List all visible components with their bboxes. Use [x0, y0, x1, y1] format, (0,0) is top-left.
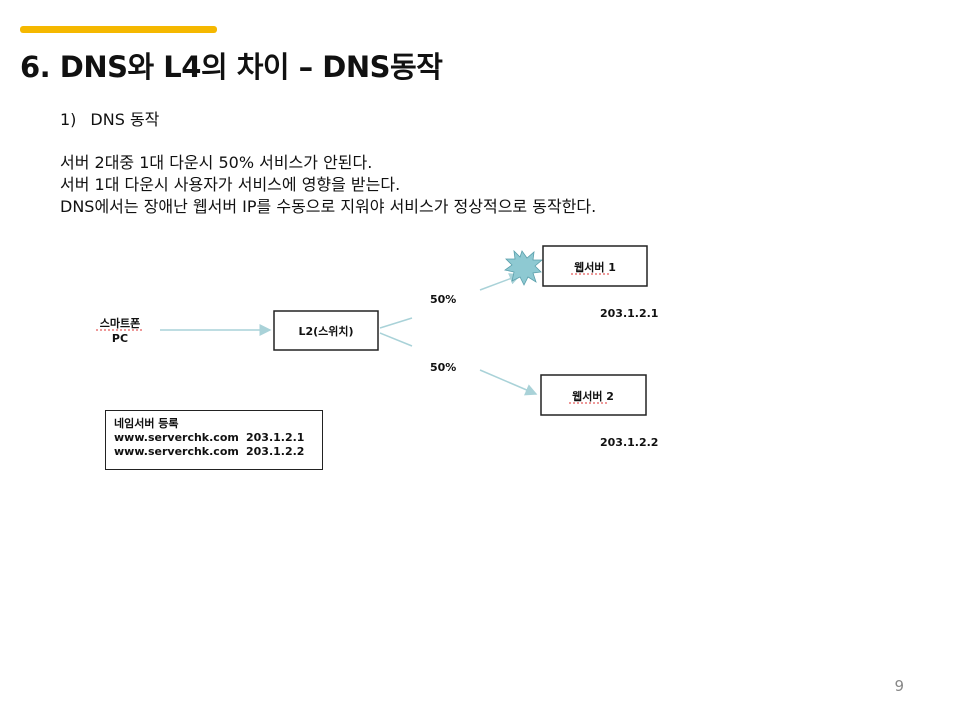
- accent-bar: [20, 26, 217, 33]
- server2-label: 웹서버 2: [572, 389, 614, 403]
- nameserver-record: www.serverchk.com 203.1.2.2: [114, 445, 322, 459]
- server2-box: [540, 374, 647, 416]
- body-line-1: 서버 2대중 1대 다운시 50% 서비스가 안된다.: [60, 153, 373, 172]
- body-line-3: DNS에서는 장애난 웹서버 IP를 수동으로 지워야 서비스가 정상적으로 동…: [60, 197, 597, 216]
- nameserver-box: 네임서버 등록 www.serverchk.com 203.1.2.1 www.s…: [105, 410, 323, 470]
- split-line-bottom: [379, 332, 413, 347]
- server2-ip: 203.1.2.2: [600, 436, 658, 449]
- client-label-phone: 스마트폰: [100, 316, 140, 330]
- record-ip: 203.1.2.2: [246, 445, 305, 458]
- server1-box: [542, 245, 648, 287]
- record-domain: www.serverchk.com: [114, 431, 239, 444]
- section-number: 1): [60, 110, 77, 129]
- split-bottom-label: 50%: [430, 361, 456, 374]
- section-title: DNS 동작: [90, 110, 160, 129]
- split-line-top: [379, 317, 413, 329]
- arrow-to-server2: [479, 369, 538, 396]
- failure-burst-icon: [504, 249, 544, 286]
- nameserver-record: www.serverchk.com 203.1.2.1: [114, 431, 322, 445]
- body-text: 서버 2대중 1대 다운시 50% 서비스가 안된다. 서버 1대 다운시 사용…: [60, 152, 596, 218]
- section-heading: 1) DNS 동작: [60, 106, 159, 130]
- record-ip: 203.1.2.1: [246, 431, 305, 444]
- body-line-2: 서버 1대 다운시 사용자가 서비스에 영향을 받는다.: [60, 175, 401, 194]
- split-top-label: 50%: [430, 293, 456, 306]
- slide-title: 6. DNS와 L4의 차이 – DNS동작: [20, 50, 443, 84]
- server1-label: 웹서버 1: [574, 260, 616, 274]
- client-label-pc: PC: [112, 332, 128, 345]
- nameserver-title: 네임서버 등록: [114, 417, 179, 430]
- record-domain: www.serverchk.com: [114, 445, 239, 458]
- switch-label: L2(스위치): [298, 324, 353, 338]
- switch-box: [273, 310, 379, 351]
- page-number: 9: [894, 677, 904, 695]
- server1-ip: 203.1.2.1: [600, 307, 658, 320]
